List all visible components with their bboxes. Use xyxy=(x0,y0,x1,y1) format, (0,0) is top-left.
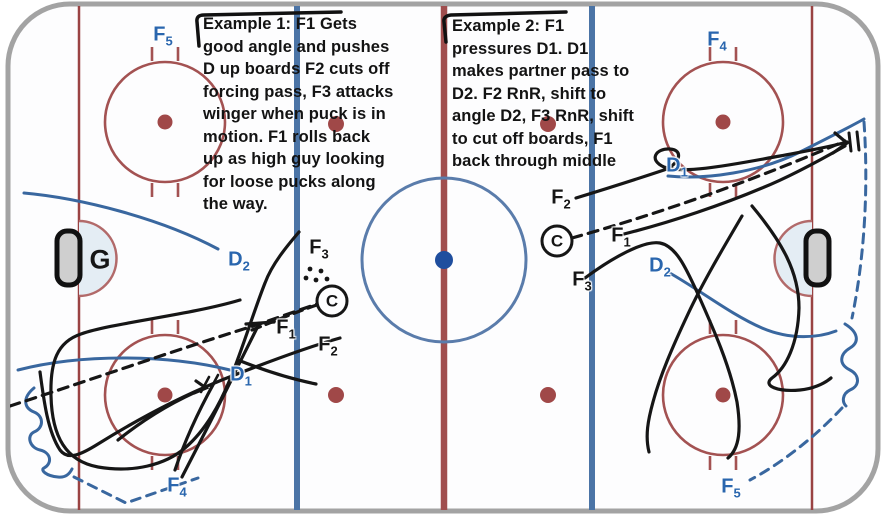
bracket-example-2 xyxy=(442,10,568,44)
note-line: Example 1: F1 Gets xyxy=(203,15,358,33)
player-f4-left: F4 xyxy=(167,474,187,500)
note-line: makes partner pass to xyxy=(452,62,630,80)
note-line: angle D2, F3 RnR, shift xyxy=(452,107,634,125)
note-line: Example 2: F1 xyxy=(452,17,565,35)
player-d1-left: D1 xyxy=(230,363,252,389)
pin-ticks-left xyxy=(199,373,220,394)
puck-dot-trail xyxy=(303,266,330,283)
note-line: winger when puck is in xyxy=(203,105,386,123)
arrowhead-left xyxy=(192,379,210,395)
path-to-f4-left xyxy=(173,381,216,472)
f1-pressure-path-right xyxy=(622,144,847,236)
f1-middle-return-right xyxy=(645,214,744,454)
pass-dashed-left-long xyxy=(10,302,319,408)
note-line: up as high guy looking xyxy=(203,150,385,168)
player-f1-left: F1 xyxy=(276,316,296,342)
player-f5-right: F5 xyxy=(721,475,741,501)
example-2-notes: Example 2: F1 pressures D1. D1 makes partn… xyxy=(452,15,634,173)
d2-path-left xyxy=(22,191,220,251)
rim-pass-dashed-right-lower xyxy=(748,406,844,482)
note-line: for loose pucks along xyxy=(203,172,376,191)
player-d2-right: D2 xyxy=(649,254,671,280)
note-line: D up boards F2 cuts off xyxy=(203,60,390,78)
player-f3-right: F3 xyxy=(572,268,592,294)
puck-squiggle-right xyxy=(840,322,859,408)
note-line: back through middle xyxy=(452,152,617,170)
player-f3-left: F3 xyxy=(309,236,329,262)
text-brackets xyxy=(195,10,568,48)
note-line: good angle and pushes xyxy=(203,37,390,56)
player-f2-right: F2 xyxy=(551,186,571,212)
faceoff-dots xyxy=(157,114,731,403)
goal-net-left xyxy=(54,228,83,288)
defender-paths-blue xyxy=(16,117,868,505)
low-support-line-left xyxy=(236,358,318,386)
center-circle xyxy=(360,176,528,344)
arrowhead-right xyxy=(831,131,850,155)
center-marker-left: C xyxy=(315,284,349,318)
dump-pass-dashed-left xyxy=(72,475,200,505)
center-marker-right: C xyxy=(540,224,574,258)
player-f5-left: F5 xyxy=(153,23,173,49)
puck-squiggle-left xyxy=(24,386,74,479)
f3-rnr-path-right xyxy=(583,241,741,460)
forechecker-paths-black xyxy=(10,130,861,479)
d1-path-left xyxy=(16,356,232,372)
note-line: D2. F2 RnR, shift to xyxy=(452,84,607,103)
note-line: forcing pass, F3 attacks xyxy=(203,82,394,101)
pass-dashed-left-short xyxy=(250,302,322,332)
f2-rnr-loop-right xyxy=(574,140,849,200)
note-line: motion. F1 rolls back xyxy=(203,127,371,146)
rink-markings xyxy=(54,6,832,510)
goal-crease-right xyxy=(773,219,813,298)
goal-crease-left xyxy=(78,219,118,298)
note-line: the way. xyxy=(203,195,268,213)
f4-up-path-left xyxy=(180,324,260,479)
note-line: to cut off boards, F1 xyxy=(452,129,613,148)
player-f2-left: F2 xyxy=(318,333,338,359)
goalie-label: G xyxy=(89,244,111,275)
crease-wrap-path-right xyxy=(750,204,833,392)
pin-marks-right xyxy=(847,130,861,153)
rim-pass-dashed-right-upper xyxy=(850,120,868,320)
player-f4-right: F4 xyxy=(707,28,727,54)
player-d2-left: D2 xyxy=(228,248,250,274)
goal-net-right xyxy=(803,228,832,288)
bracket-example-1 xyxy=(195,10,343,48)
player-d1-right: D1 xyxy=(666,154,688,180)
f1-roll-loop-left xyxy=(49,230,301,471)
partner-pass-dashed-right xyxy=(570,139,847,240)
center-faceoff-dot xyxy=(435,251,453,269)
f2-cutoff-path-left xyxy=(38,336,342,458)
player-f1-right: F1 xyxy=(611,224,631,250)
note-line: pressures D1. D1 xyxy=(452,39,589,58)
